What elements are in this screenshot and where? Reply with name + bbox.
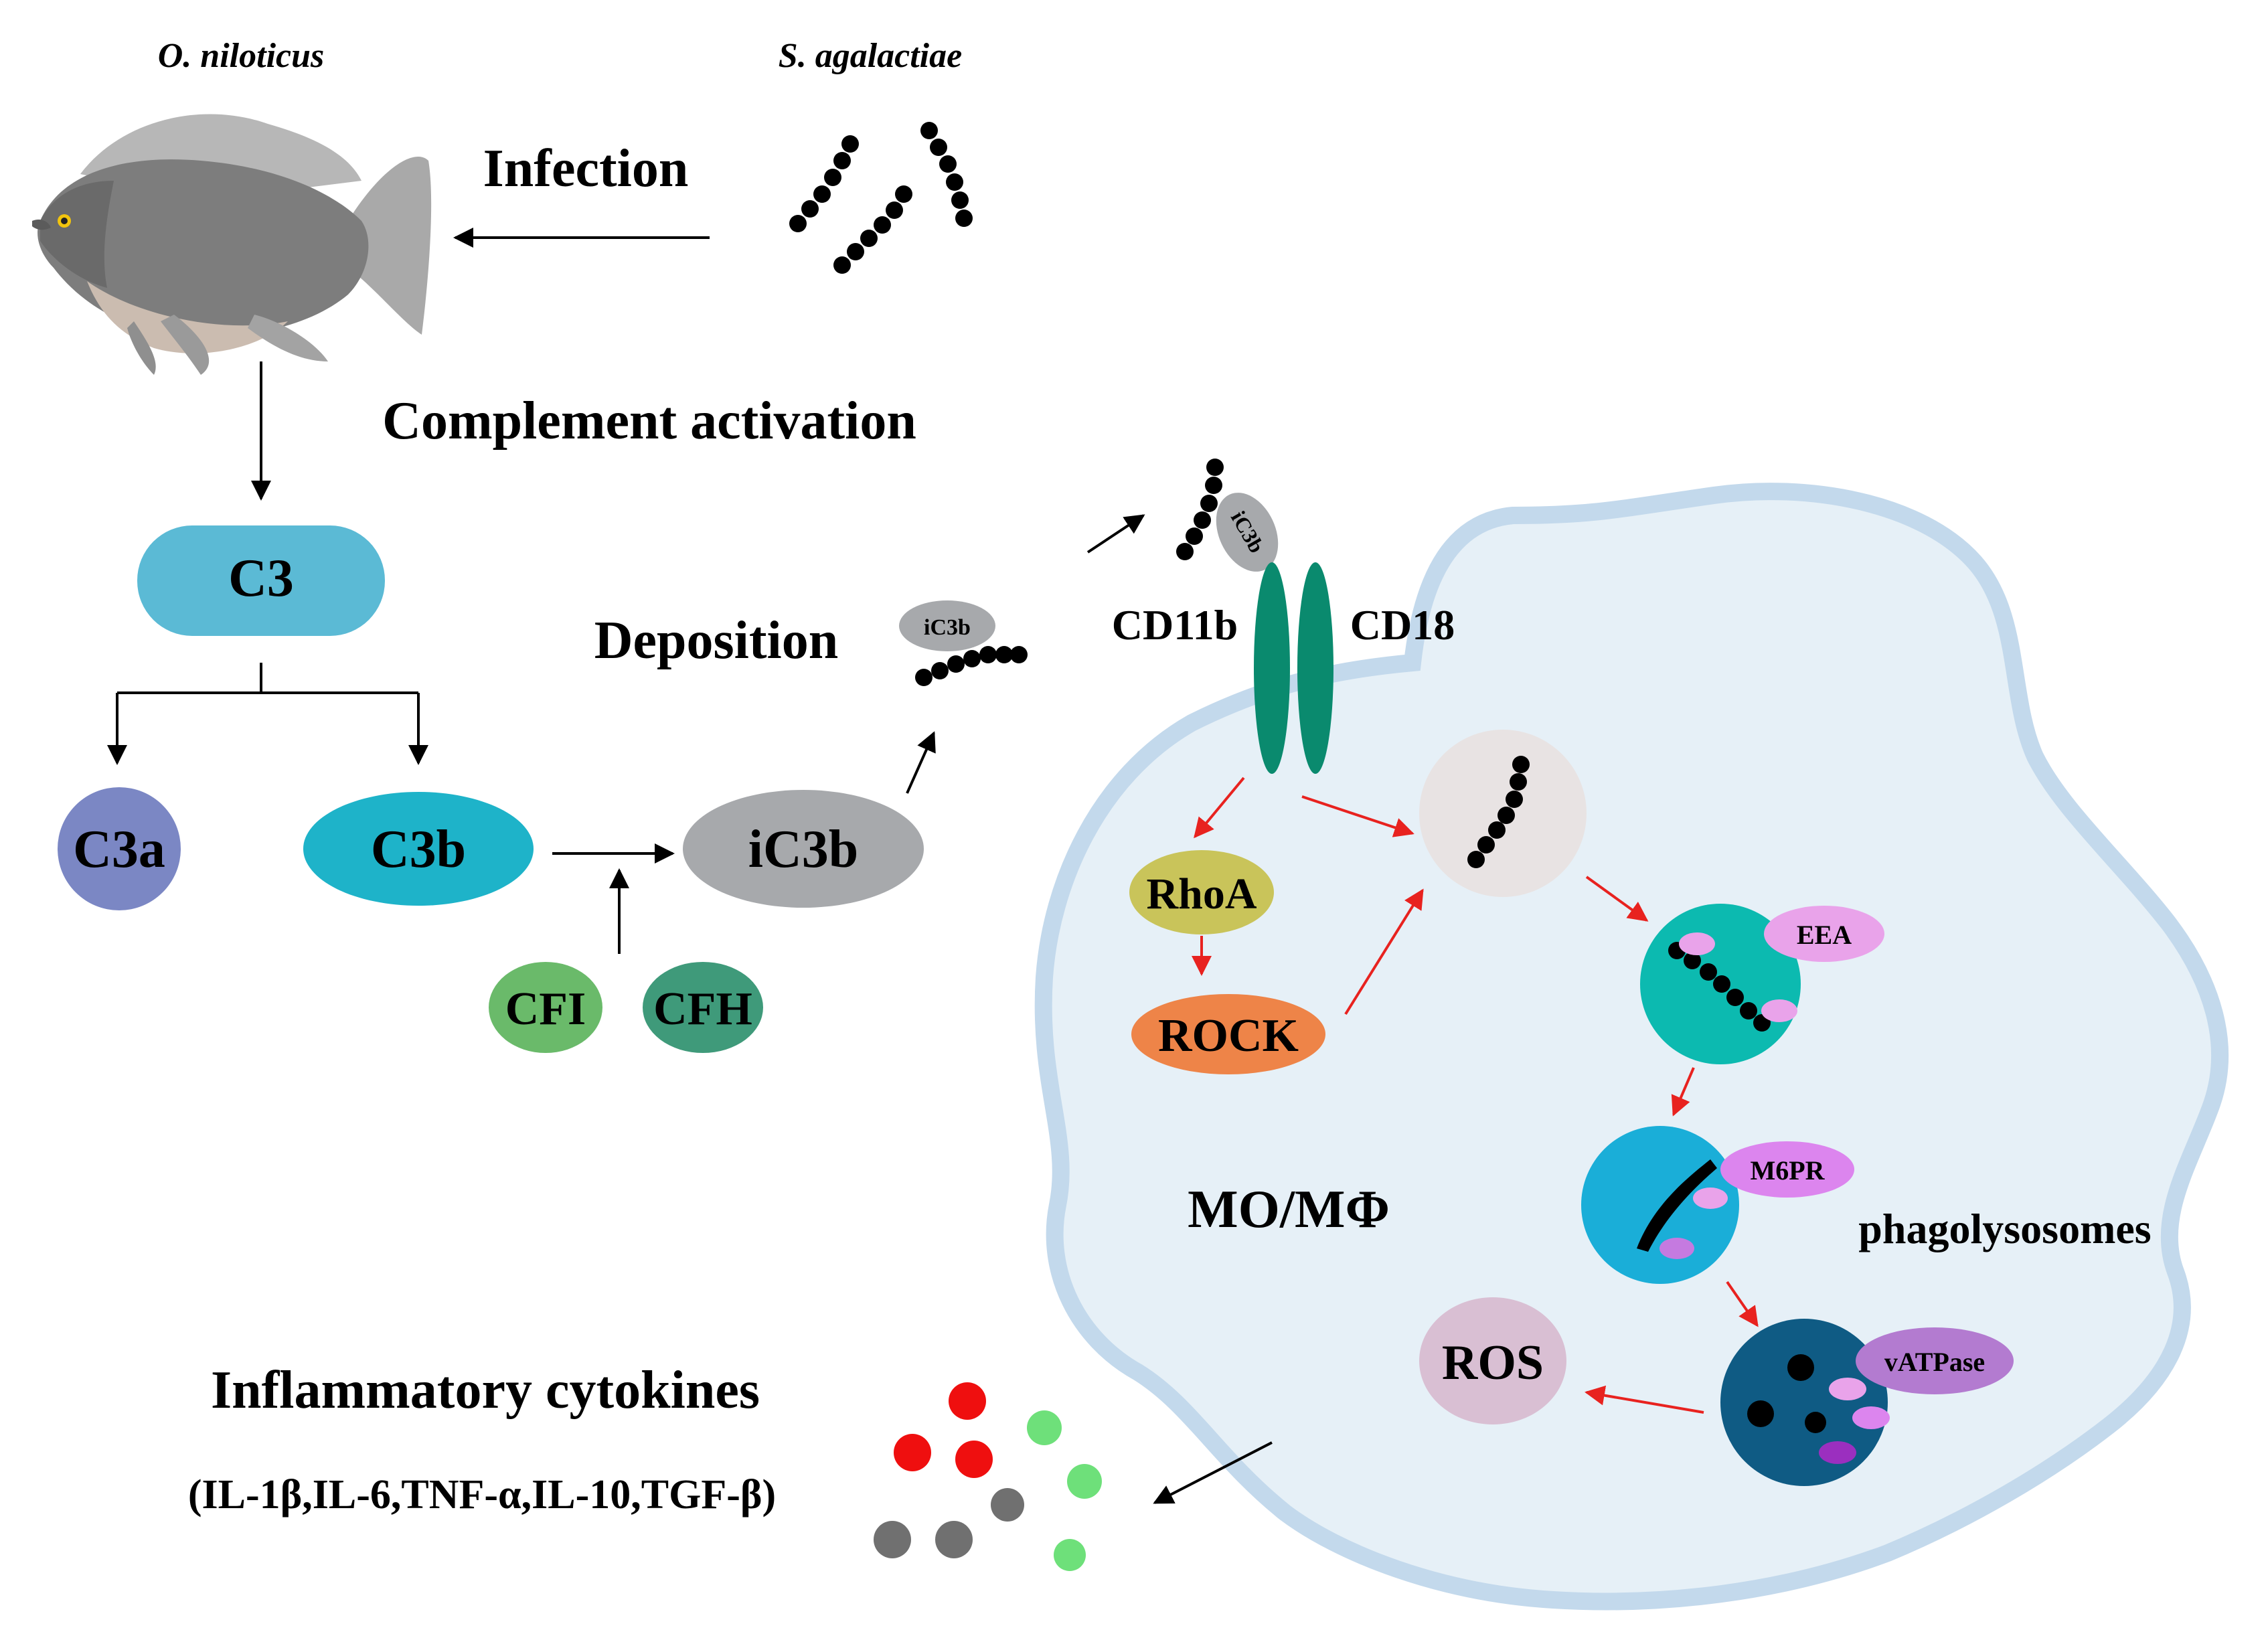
eea-tag — [1764, 906, 1884, 962]
eea-tag-label: EEA — [1797, 920, 1852, 950]
cfh-node — [643, 962, 763, 1053]
vatpase-tag-label: vATPase — [1884, 1347, 1985, 1377]
c3b-node — [303, 792, 534, 906]
tilapia-fish-icon — [32, 114, 432, 375]
lysosome-to-ros-arrow — [1585, 1385, 1704, 1414]
receptor-bound-bacterium-icon — [1176, 459, 1224, 560]
cfh-node-label: CFH — [653, 983, 752, 1035]
late-to-lysosome-arrow — [1726, 1281, 1759, 1327]
host-label: O. niloticus — [158, 37, 325, 75]
phagolysosomes-label: phagolysosomes — [1858, 1205, 2151, 1252]
cfi-node-label: CFI — [505, 983, 586, 1035]
lysosome-granule — [1787, 1354, 1814, 1381]
m6pr-tag — [1720, 1141, 1854, 1198]
streptococcus-chains-icon — [789, 122, 973, 274]
late-endosome-bacterium-icon — [1637, 1159, 1717, 1252]
cell-label: MO/MΦ — [1188, 1180, 1390, 1239]
cd18-receptor — [1297, 562, 1333, 774]
rock-node — [1131, 994, 1325, 1074]
cytokine-dots — [874, 1382, 1102, 1571]
cd11b-receptor — [1254, 562, 1290, 774]
m6pr-marker-small — [1693, 1188, 1728, 1209]
deposition-label: Deposition — [594, 611, 839, 670]
vatpase-marker-small-2 — [1852, 1406, 1890, 1429]
infection-label: Infection — [483, 139, 689, 198]
pathogen-label: S. agalactiae — [779, 37, 962, 75]
vatpase-marker-small — [1829, 1378, 1866, 1400]
m6pr-marker-small-2 — [1659, 1238, 1694, 1259]
deposition-arrow — [1086, 514, 1145, 554]
ic3b-bound-tag — [1216, 493, 1279, 572]
phagolysosome — [1720, 1319, 1888, 1486]
lysosome-granule-2 — [1747, 1400, 1774, 1427]
cd18-label: CD18 — [1350, 601, 1455, 649]
ic3b-node — [683, 790, 924, 908]
m6pr-tag-label: M6PR — [1750, 1155, 1825, 1185]
macrophage-cell — [1034, 483, 2229, 1611]
cytokines-title: Inflammatory cytokines — [211, 1361, 760, 1420]
complement-activation-label: Complement activation — [382, 392, 916, 451]
c3-split-connector — [107, 663, 428, 765]
c3a-node-label: C3a — [73, 820, 165, 879]
ros-node-label: ROS — [1442, 1335, 1544, 1390]
early-to-late-arrow — [1671, 1067, 1695, 1117]
receptor-to-phagosome-arrow — [1301, 795, 1414, 837]
ic3b-node-label: iC3b — [748, 820, 859, 879]
lysosome-granule-3 — [1805, 1412, 1826, 1433]
eea-marker-small-2 — [1761, 999, 1797, 1022]
rhoa-node-label: RhoA — [1146, 870, 1257, 918]
late-endosome — [1581, 1126, 1739, 1284]
cd11b-label: CD11b — [1112, 601, 1238, 649]
cytokines-list: (IL-1β,IL-6,TNF-α,IL-10,TGF-β) — [188, 1472, 776, 1518]
rhoa-node — [1129, 850, 1274, 934]
vatpase-tag — [1856, 1327, 2014, 1394]
c3b-node-label: C3b — [371, 820, 466, 879]
ic3b-small-tag — [899, 600, 995, 651]
cfi-node — [489, 962, 602, 1053]
rock-to-phagosome-arrow — [1344, 888, 1424, 1015]
rock-node-label: ROCK — [1158, 1010, 1299, 1062]
phagosome-to-early-arrow — [1585, 876, 1649, 922]
eea-marker-small — [1679, 932, 1715, 955]
cytokine-release-arrow — [1153, 1441, 1273, 1504]
ic3b-small-tag-label: iC3b — [924, 615, 971, 640]
vatpase-marker-small-3 — [1819, 1441, 1856, 1464]
c3-node — [137, 525, 385, 636]
ros-node — [1419, 1297, 1566, 1424]
receptor-to-rhoa-arrow — [1194, 776, 1245, 839]
ic3b-up-arrow — [906, 731, 936, 794]
c3-node-label: C3 — [228, 549, 294, 608]
c3a-node — [58, 787, 181, 910]
opsonized-bacterium-icon — [915, 646, 1028, 686]
